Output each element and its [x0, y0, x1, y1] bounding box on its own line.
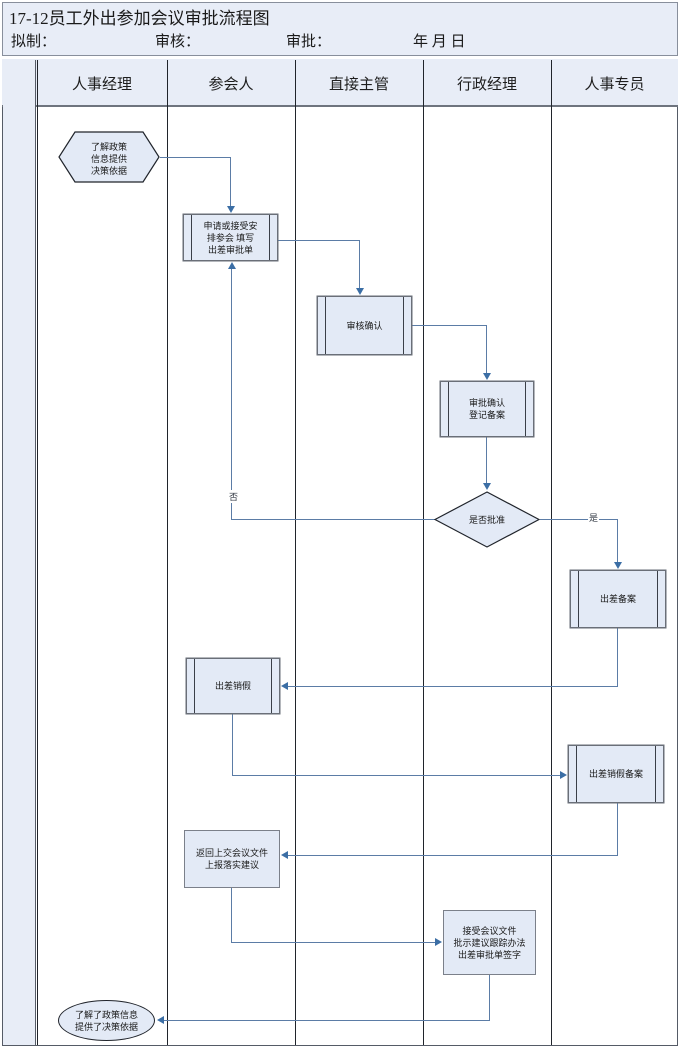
node-text-line-1: 审批确认: [468, 398, 505, 408]
connector-n2-n3-h: [278, 240, 360, 241]
lane-title-direct-supervisor: 直接主管: [328, 77, 389, 93]
swimlane-header-row: [2, 59, 678, 107]
connector-n9-n10-v: [231, 888, 232, 942]
node-text-line-1: 了解了政策信息: [74, 1009, 138, 1020]
connector-n5-no-h: [231, 519, 435, 520]
connector-n7-n8-h: [232, 775, 560, 776]
connector-n5-yes-h: [540, 519, 618, 520]
node-text-line-2: 上报落实建议: [204, 860, 259, 870]
node-text-line-1: 出差销假备案: [588, 769, 643, 779]
node-label-group: 申请或接受安 排参会 填写 出差审批单: [194, 220, 266, 256]
node-trip-leave-clearance-record[interactable]: 出差销假备案: [568, 745, 664, 803]
arrowhead-into-n8: [560, 771, 567, 779]
swimlane-left-strip: [3, 60, 36, 1045]
connector-n2-n3-v: [359, 240, 360, 289]
connector-n7-n8-v: [232, 714, 233, 775]
node-text-line-1: 出差销假: [214, 681, 251, 691]
arrowhead-into-n2: [227, 206, 235, 213]
node-accept-documents-sign[interactable]: 接受会议文件 批示建议跟踪办法 出差审批单签字: [443, 910, 536, 975]
node-understand-policy-start[interactable]: 了解政策 信息提供 决策依据: [58, 131, 160, 183]
arrowhead-into-n4: [483, 373, 491, 380]
connector-n6-n7-v: [617, 628, 618, 686]
arrowhead-into-n5: [483, 483, 491, 490]
connector-n3-n4-v: [486, 325, 487, 374]
connector-n3-n4-h: [412, 325, 487, 326]
connector-n10-n11-h: [164, 1020, 490, 1021]
lane-title-hr-manager: 人事经理: [71, 77, 132, 93]
arrowhead-into-n11: [157, 1016, 164, 1024]
node-text-line-1: 是否批准: [469, 514, 505, 525]
edge-label-no: 否: [228, 490, 240, 503]
node-text-line-3: 决策依据: [91, 165, 127, 176]
connector-n5-yes-v: [617, 519, 618, 563]
arrowhead-into-n7: [281, 682, 288, 690]
node-text-line-2: 信息提供: [91, 153, 127, 164]
node-label-group: 返回上交会议文件 上报落实建议: [194, 847, 270, 871]
node-text-line-2: 登记备案: [468, 410, 505, 420]
lane-title-admin-manager: 行政经理: [456, 77, 517, 93]
node-text-line-1: 审核确认: [346, 320, 383, 331]
node-label-group: 出差备案: [591, 593, 645, 605]
connector-n1-n2-v: [230, 157, 231, 207]
arrowhead-into-n2-loop: [228, 262, 236, 269]
node-text-line-2: 排参会 填写: [206, 232, 255, 243]
field-drafted-by: 拟制：: [11, 34, 57, 50]
connector-n9-n10-h: [231, 942, 435, 943]
field-date: 年 月 日: [413, 34, 466, 50]
page-title: 17-12员工外出参加会议审批流程图: [9, 9, 270, 28]
node-text-line-2: 批示建议跟踪办法: [453, 937, 526, 948]
swimlane-frame: [2, 59, 678, 1046]
node-apply-or-accept-arrangement[interactable]: 申请或接受安 排参会 填写 出差审批单: [183, 214, 278, 261]
lane-divider-5: [551, 60, 552, 1045]
arrowhead-into-n6: [614, 562, 622, 569]
connector-n10-n11-v: [489, 975, 490, 1020]
connector-n6-n7-h: [288, 686, 618, 687]
field-reviewed-by: 审核：: [155, 34, 201, 50]
node-text-line-1: 接受会议文件: [462, 925, 517, 936]
edge-label-yes: 是: [588, 511, 600, 524]
node-trip-leave-clearance[interactable]: 出差销假: [186, 658, 280, 714]
field-approved-by: 审批：: [286, 34, 332, 50]
arrowhead-into-n3: [356, 288, 364, 295]
node-text-line-1: 了解政策: [91, 141, 127, 152]
lane-divider-3: [295, 60, 296, 1045]
connector-n1-n2-h: [160, 157, 231, 158]
lane-divider-4: [423, 60, 424, 1045]
connector-n8-n9-h: [288, 855, 618, 856]
node-label-group: 审批确认 登记备案: [460, 397, 514, 421]
lane-divider-2: [167, 60, 168, 1045]
node-label-group: 接受会议文件 批示建议跟踪办法 出差审批单签字: [452, 925, 526, 961]
node-decision-approved[interactable]: 是否批准: [434, 491, 540, 548]
arrowhead-into-n9: [281, 851, 288, 859]
node-label-group: 了解了政策信息 提供了决策依据: [73, 1009, 140, 1033]
node-approve-confirm-register[interactable]: 审批确认 登记备案: [440, 381, 534, 437]
connector-n8-n9-v: [617, 803, 618, 855]
node-return-meeting-documents[interactable]: 返回上交会议文件 上报落实建议: [184, 830, 280, 888]
node-label-group: 出差销假备案: [580, 768, 652, 780]
node-policy-understood-end[interactable]: 了解了政策信息 提供了决策依据: [58, 1000, 155, 1041]
node-label-group: 出差销假: [206, 680, 260, 692]
node-text-line-1: 返回上交会议文件: [195, 848, 268, 858]
node-label-group: 审核确认: [337, 320, 391, 332]
node-review-confirm[interactable]: 审核确认: [317, 296, 412, 355]
node-text-line-2: 提供了决策依据: [74, 1021, 138, 1032]
node-text-line-3: 出差审批单签字: [457, 949, 521, 960]
node-business-trip-record[interactable]: 出差备案: [570, 570, 666, 628]
lane-title-hr-specialist: 人事专员: [584, 77, 645, 93]
title-block: 17-12员工外出参加会议审批流程图 拟制： 审核： 审批： 年 月 日: [2, 2, 678, 56]
lane-title-attendee: 参会人: [208, 77, 254, 93]
connector-n4-n5: [486, 437, 487, 484]
arrowhead-into-n10: [435, 938, 442, 946]
node-text-line-1: 出差备案: [599, 594, 636, 604]
node-text-line-1: 申请或接受安: [203, 220, 258, 231]
lane-divider-1: [37, 60, 38, 1045]
connector-n5-no-v: [231, 269, 232, 520]
node-text-line-3: 出差审批单: [207, 244, 253, 255]
